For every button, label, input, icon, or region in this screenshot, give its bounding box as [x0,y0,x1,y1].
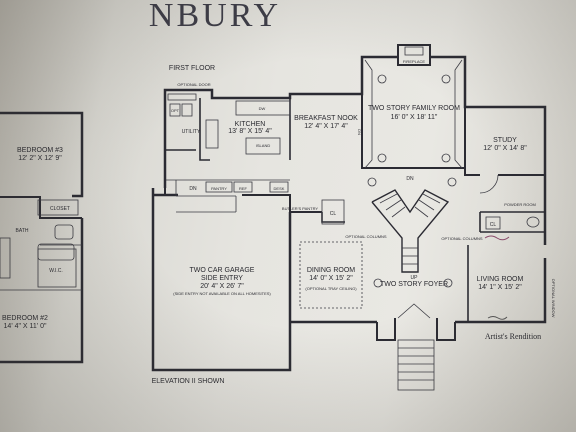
garage-note: (SIDE ENTRY NOT AVAILABLE ON ALL HOMESIT… [173,291,271,296]
powder-room-label: POWDER ROOM [504,202,536,207]
wic-label: W.I.C. [49,268,63,274]
elevation-note: ELEVATION II SHOWN [152,378,225,385]
cl-label-powder: CL [490,222,497,228]
fireplace [397,44,431,66]
floor-label: FIRST FLOOR [169,65,215,72]
kitchen-island [245,137,281,155]
pantry-label: PANTRY [211,186,227,191]
bedroom2-name: BEDROOM #2 [2,315,48,322]
bath-label: BATH [16,228,29,234]
closet-label: CLOSET [50,206,70,212]
utility-label: UTILITY [182,129,201,135]
breakfast-dim: 12' 4" X 17' 4" [304,123,348,130]
ref-label: REF [239,186,248,191]
up-label-stair: UP [411,275,419,281]
bedroom3-dim: 12' 2" X 12' 9" [18,155,62,162]
dn-label-side: DN [357,129,362,135]
dining-name: DINING ROOM [307,267,355,274]
desk-label: DESK [274,186,285,191]
bedroom2-dim: 14' 4" X 11' 0" [4,323,47,330]
dn-label-stair: DN [406,176,414,182]
cl-label-butler: CL [330,211,337,217]
staircase [371,189,450,273]
family-room-dim: 16' 0" X 18' 11" [391,114,438,121]
bedroom3-name: BEDROOM #3 [17,147,63,154]
breakfast-name: BREAKFAST NOOK [294,115,358,122]
garage-sub: SIDE ENTRY [201,275,243,282]
living-dim: 14' 1" X 15' 2" [478,284,522,291]
garage-dim: 20' 4" X 26' 7" [200,283,244,290]
kitchen-name: KITCHEN [235,121,266,128]
brand-title: NBURY [149,0,281,34]
living-name: LIVING ROOM [477,276,524,283]
garage-name: TWO CAR GARAGE [190,267,255,274]
opt-label: OPT [171,108,180,113]
family-room-name: TWO STORY FAMILY ROOM [368,105,460,112]
dn-label-pantry: DN [189,186,197,192]
opt-columns-right: OPTIONAL COLUMNS [441,236,483,241]
opt-window-label: OPTIONAL WINDOW [551,279,556,318]
kitchen-dim: 13' 8" X 15' 4" [228,128,272,135]
fireplace-label: FIREPLACE [403,59,426,64]
dining-dim: 14' 0" X 15' 2" [309,275,353,282]
island-label: ISLAND [256,143,271,148]
bedroom-wing [0,111,84,364]
dining-note: (OPTIONAL TRAY CEILING) [305,286,357,291]
study-dim: 12' 0" X 14' 8" [483,145,527,152]
opt-columns-left: OPTIONAL COLUMNS [345,234,387,239]
butler-pantry-label: BUTLER'S PANTRY [282,206,319,211]
optional-door-label: OPTIONAL DOOR [177,82,210,87]
rendition-note: Artist's Rendition [485,332,541,341]
study-name: STUDY [493,137,517,144]
dw-label: DW [259,106,266,111]
main-walls [151,55,547,372]
foyer-name: TWO STORY FOYER [380,281,448,288]
